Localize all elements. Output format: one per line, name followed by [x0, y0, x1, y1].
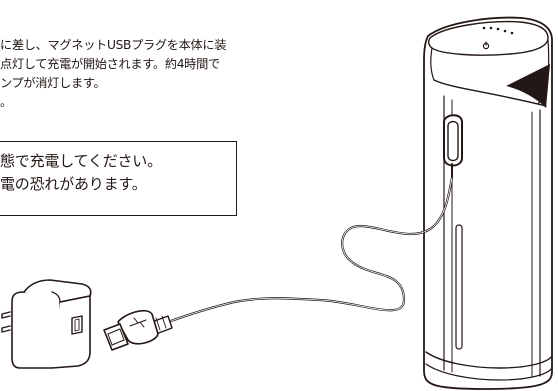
caution-line-1: 態で充電してください。: [0, 152, 162, 170]
power-button-icon: [482, 41, 490, 50]
instruction-line-1: に差し、マグネットUSBプラグを本体に装: [0, 38, 227, 52]
usb-plug-icon: [103, 309, 173, 351]
instruction-line-4: 。: [0, 95, 12, 109]
charging-instructions: に差し、マグネットUSBプラグを本体に装 点灯して充電が開始されます。約4時間で…: [0, 36, 330, 112]
device-body-icon: [423, 16, 553, 390]
caution-line-2: 電の恐れがあります。: [0, 175, 147, 193]
magnetic-usb-plug-icon: [443, 114, 463, 179]
ac-adapter-icon: [1, 279, 92, 369]
caution-box: 態で充電してください。 電の恐れがあります。: [0, 141, 237, 216]
instruction-line-2: 点灯して充電が開始されます。約4時間で: [0, 57, 220, 71]
indicator-lamp-icon: [482, 26, 514, 35]
instruction-line-3: ンプが消灯します。: [0, 76, 106, 90]
